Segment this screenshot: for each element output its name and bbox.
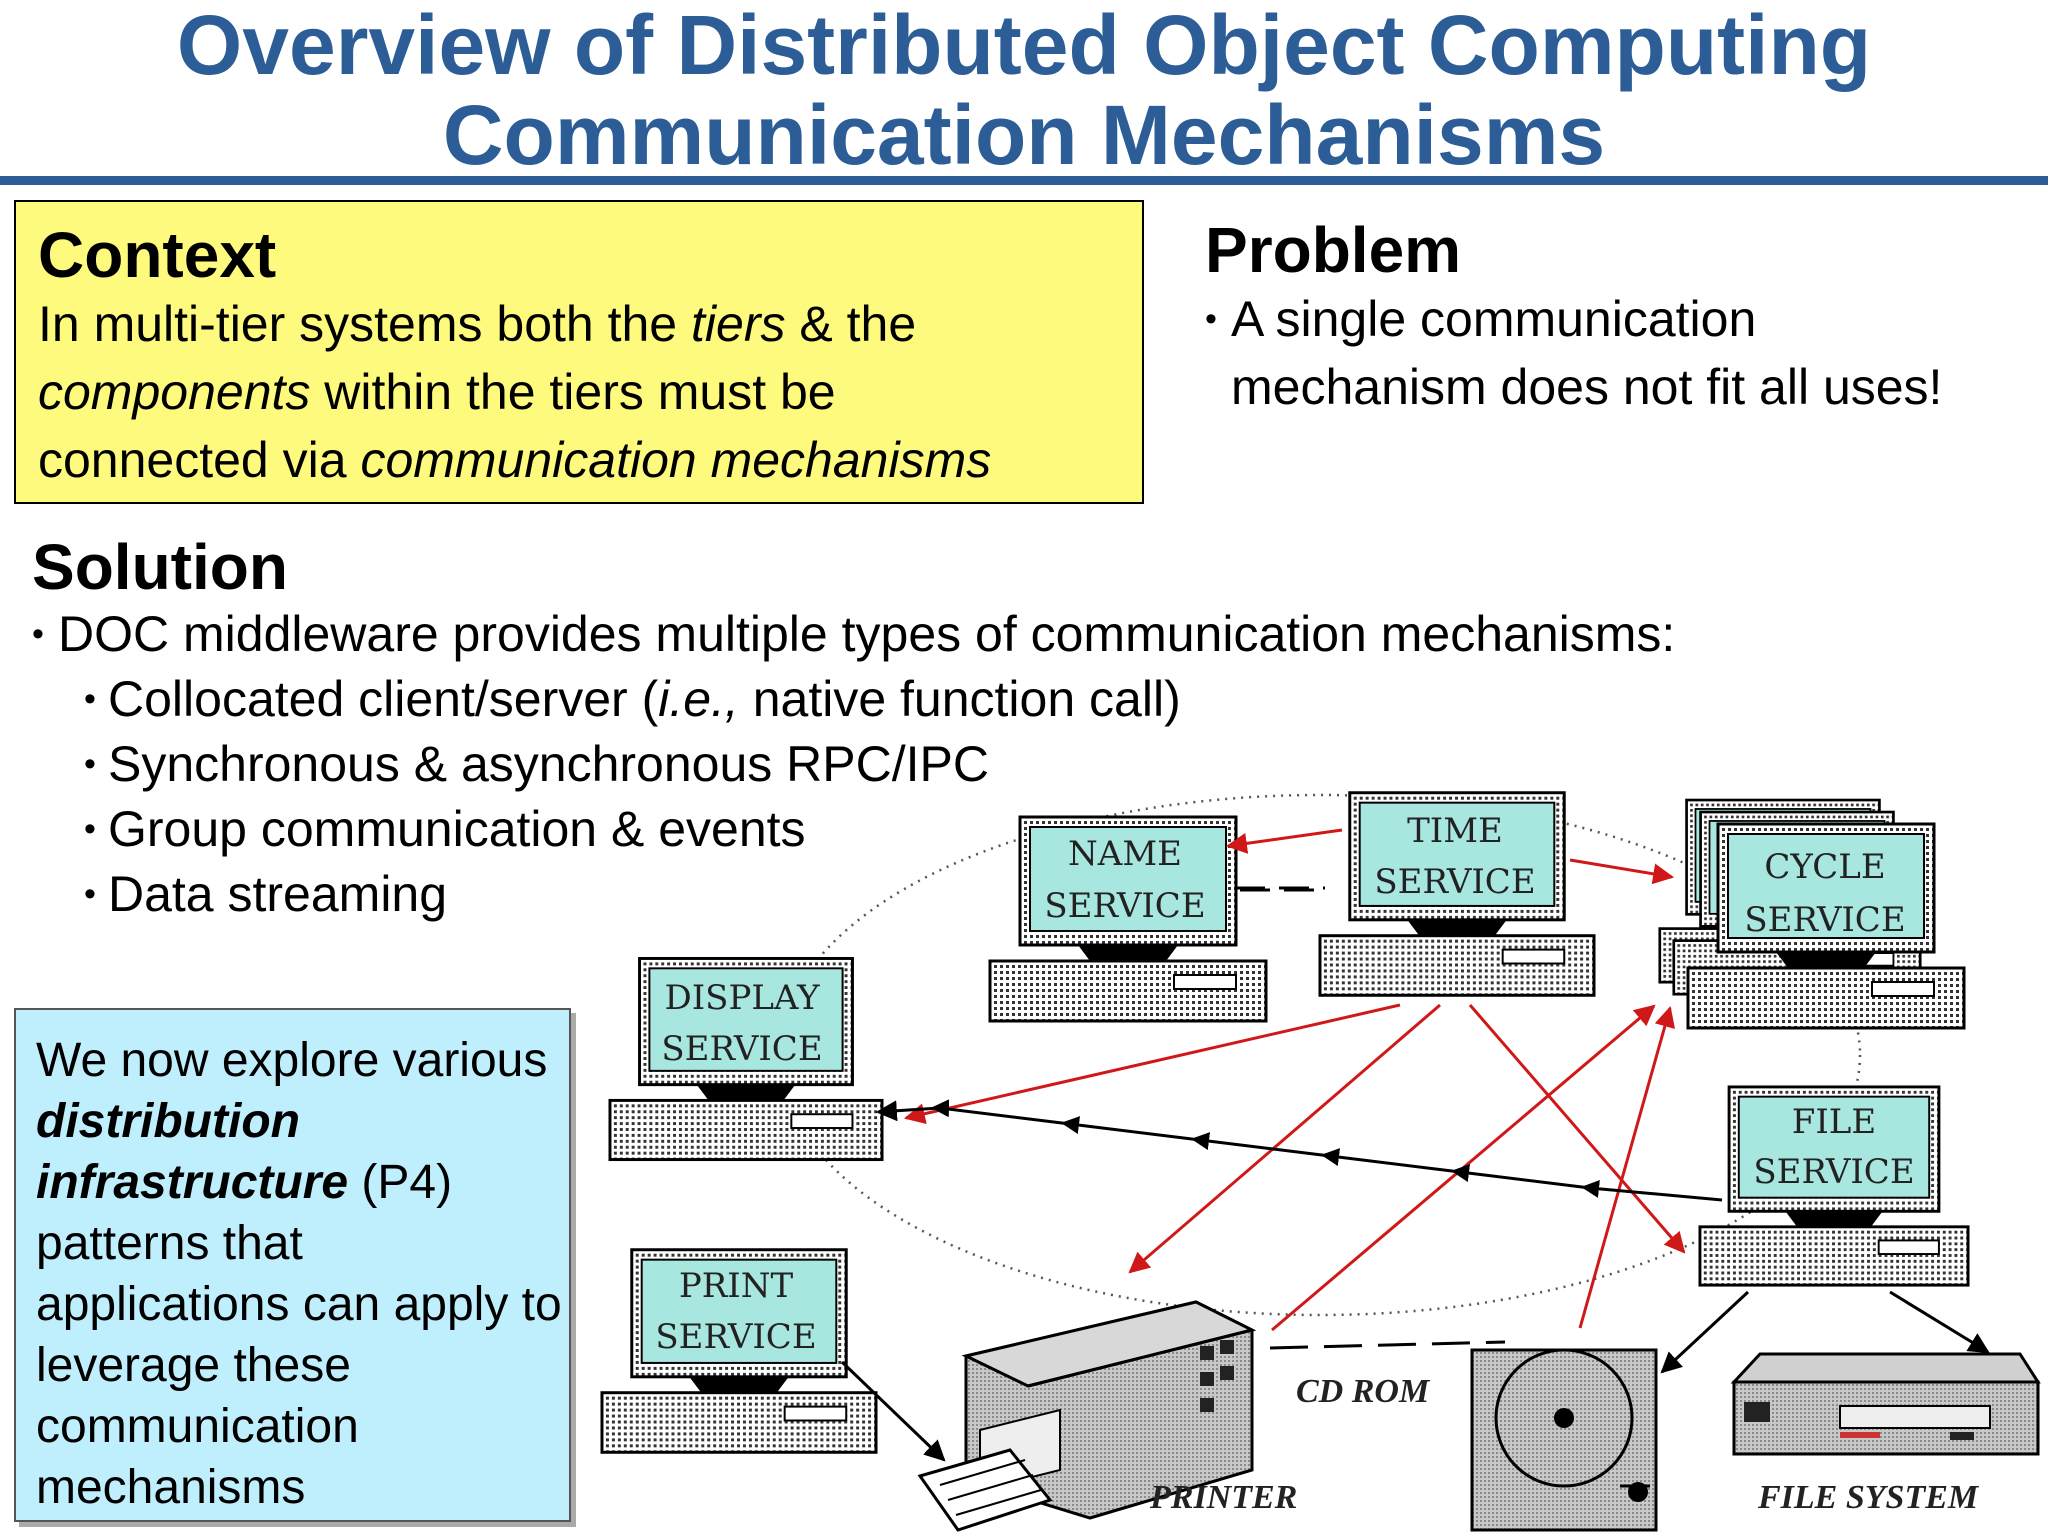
arrow-cdrom-to-cycle [1578, 1005, 1675, 1329]
arrow-file-to-cdrom [1660, 1290, 1750, 1374]
print-service-workstation: PRINT SERVICE [600, 1248, 878, 1454]
time-service-label-2: SERVICE [1374, 862, 1535, 902]
print-service-label-2: SERVICE [655, 1317, 816, 1357]
name-service-workstation: NAME SERVICE [988, 815, 1268, 1023]
cycle-service-label-2: SERVICE [1744, 900, 1905, 940]
explore-box: We now explore various distribution infr… [14, 1008, 571, 1522]
sub-text-italic: i.e., [658, 671, 739, 727]
explore-seg: (P4) patterns that applications can appl… [36, 1156, 562, 1514]
cycle-service-workstation: CYCLE SERVICE [1658, 798, 1966, 1030]
cdrom-label: CD ROM [1296, 1373, 1431, 1410]
cycle-service-label-1: CYCLE [1764, 847, 1885, 887]
problem-section: Problem • A single communication mechani… [1205, 215, 2025, 421]
context-heading: Context [38, 219, 277, 291]
sub-text: native function call) [738, 671, 1181, 727]
arrow-time-to-name [1225, 828, 1343, 854]
printer-device [917, 1300, 1257, 1532]
problem-heading: Problem [1205, 214, 1462, 286]
time-service-workstation: TIME SERVICE [1318, 791, 1596, 997]
bullet-dot-icon: • [1205, 300, 1217, 338]
explore-seg-bold-italic: distribution infrastructure [36, 1095, 349, 1209]
arrow-file-to-filesystem [1889, 1290, 1990, 1354]
title-rule [0, 176, 2048, 185]
context-seg: within the tiers must be [310, 364, 836, 420]
bullet-dot-icon: • [84, 680, 96, 718]
context-seg: connected via [38, 432, 361, 488]
context-box: Context In multi-tier systems both the t… [14, 200, 1144, 504]
solution-sub-bullet: • Data streaming [32, 862, 2012, 927]
arrow-time-to-file [1468, 1004, 1686, 1254]
display-service-label-1: DISPLAY [664, 978, 820, 1018]
display-service-workstation: DISPLAY SERVICE [608, 956, 884, 1162]
print-service-label-1: PRINT [679, 1266, 794, 1306]
cdrom-device [1470, 1348, 1658, 1532]
printer-label: PRINTER [1149, 1479, 1297, 1516]
file-system-device [1730, 1352, 2041, 1456]
arrow-file-to-display [875, 1099, 1723, 1202]
file-system-label: FILE SYSTEM [1757, 1479, 1980, 1516]
context-seg: In multi-tier systems both the [38, 296, 692, 352]
bullet-dot-icon: • [84, 810, 96, 848]
solution-heading: Solution [32, 531, 288, 603]
bullet-dot-icon: • [84, 745, 96, 783]
context-seg-italic: components [38, 364, 311, 420]
file-service-label-2: SERVICE [1753, 1152, 1914, 1192]
problem-bullet: • A single communication mechanism does … [1205, 285, 2025, 421]
solution-section: Solution • DOC middleware provides multi… [32, 532, 2012, 927]
black-arrows [840, 1099, 1990, 1462]
file-service-label-1: FILE [1792, 1102, 1876, 1142]
context-seg-italic: communication mechanisms [360, 432, 992, 488]
arrow-time-to-display [903, 1003, 1401, 1125]
network-ring [778, 793, 1862, 1317]
display-service-label-2: SERVICE [661, 1029, 822, 1069]
explore-seg: We now explore various [36, 1034, 548, 1087]
sub-text: Collocated client/server ( [108, 671, 659, 727]
solution-sub-bullet: • Group communication & events [32, 797, 2012, 862]
name-service-label-1: NAME [1068, 834, 1182, 874]
file-service-workstation: FILE SERVICE [1698, 1085, 1970, 1287]
context-seg: & the [785, 296, 917, 352]
time-service-label-1: TIME [1407, 811, 1503, 851]
solution-sub-bullet: • Collocated client/server (i.e., native… [32, 667, 2012, 732]
context-text: In multi-tier systems both the tiers & t… [38, 290, 1122, 494]
solution-list: • DOC middleware provides multiple types… [32, 602, 2012, 927]
arrow-printer-to-cycle [1271, 1004, 1656, 1332]
problem-bullet-text: A single communication mechanism does no… [1231, 291, 1943, 415]
sub-text: Group communication & events [108, 801, 806, 857]
dash-link [1269, 1340, 1506, 1350]
name-service-label-2: SERVICE [1044, 886, 1205, 926]
arrow-print-to-printer [840, 1360, 946, 1462]
sub-text: Data streaming [108, 866, 448, 922]
arrow-time-to-cycle [1569, 858, 1675, 885]
solution-main-bullet: • DOC middleware provides multiple types… [32, 602, 2012, 667]
solution-main-text: DOC middleware provides multiple types o… [58, 606, 1676, 662]
context-seg-italic: tiers [691, 296, 786, 352]
title-line-2: Communication Mechanisms [442, 88, 1606, 182]
bullet-dot-icon: • [32, 615, 44, 653]
bullet-dot-icon: • [84, 875, 96, 913]
title-line-1: Overview of Distributed Object Computing [176, 0, 1872, 92]
solution-sub-bullet: • Synchronous & asynchronous RPC/IPC [32, 732, 2012, 797]
slide-title: Overview of Distributed Object Computing… [0, 0, 2048, 180]
sub-text: Synchronous & asynchronous RPC/IPC [108, 736, 989, 792]
